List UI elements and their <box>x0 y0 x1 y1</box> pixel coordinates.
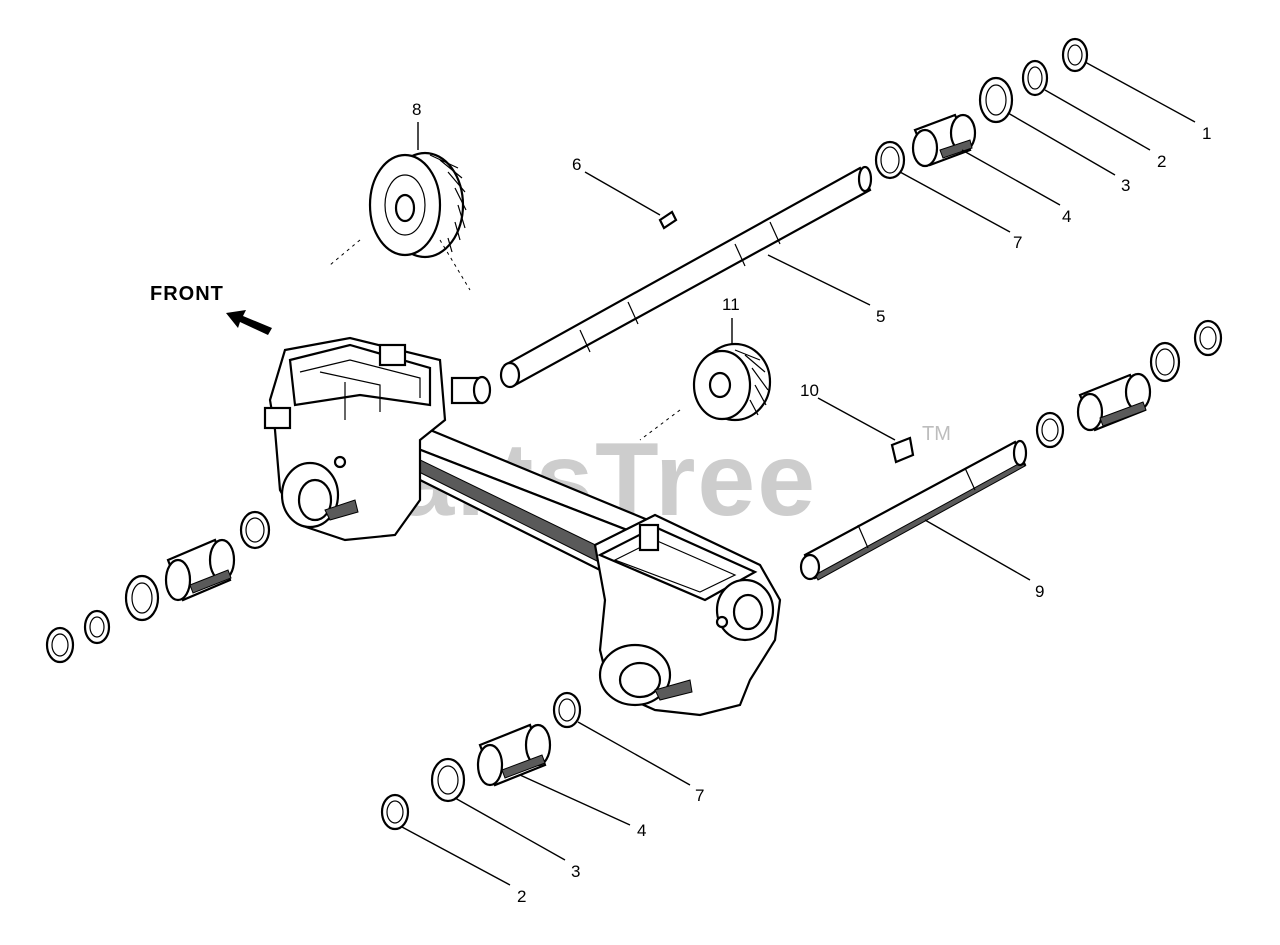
callout-5: 5 <box>876 307 885 326</box>
callout-3-top: 3 <box>1121 176 1130 195</box>
callout-7-bottom: 7 <box>695 786 704 805</box>
large-gear-8 <box>368 151 467 259</box>
callout-6: 6 <box>572 155 581 174</box>
watermark-trademark: TM <box>922 423 951 445</box>
upper-right-hardware <box>874 37 1089 180</box>
callout-8: 8 <box>412 100 421 119</box>
key-10 <box>890 436 915 464</box>
callout-7-top: 7 <box>1013 233 1022 252</box>
small-gear-11 <box>692 342 772 422</box>
front-label: FRONT <box>150 283 224 305</box>
key-6 <box>658 210 678 230</box>
left-hardware <box>45 510 271 664</box>
callout-1-top: 1 <box>1202 124 1211 143</box>
callout-2-top: 2 <box>1157 152 1166 171</box>
callout-2-bottom: 2 <box>517 887 526 906</box>
callout-11: 11 <box>722 295 740 314</box>
callout-4-top: 4 <box>1062 207 1071 226</box>
front-arrow-icon <box>226 310 272 335</box>
callout-4-bottom: 4 <box>637 821 646 840</box>
lower-axle-shaft <box>799 439 1028 581</box>
lower-right-hardware <box>1035 319 1223 449</box>
callout-9: 9 <box>1035 582 1044 601</box>
callout-10: 10 <box>800 381 819 400</box>
lower-center-hardware <box>380 691 582 831</box>
callout-3-bottom: 3 <box>571 862 580 881</box>
leader-lines <box>401 61 1196 886</box>
axle-housing <box>263 336 782 717</box>
upper-axle-shaft <box>499 165 873 389</box>
callout-labels: 1 2 3 4 7 6 8 5 11 10 9 7 4 3 2 <box>412 100 1211 906</box>
